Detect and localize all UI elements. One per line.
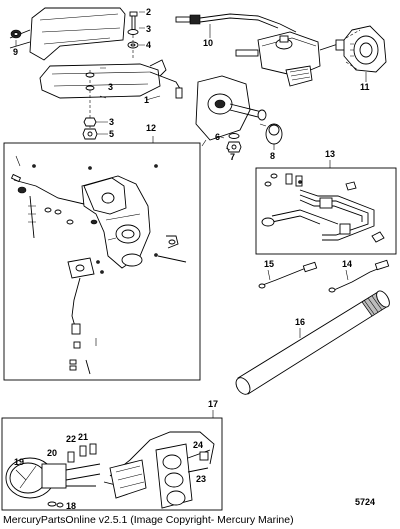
callout-labels: 1 2 3 3 3 4 5 6 7 8 9 10 11 12 13 14 15 … <box>13 7 370 511</box>
callout-22: 22 <box>66 434 76 444</box>
callout-7: 7 <box>230 152 235 162</box>
callout-12: 12 <box>146 123 156 133</box>
steering-gear <box>343 25 387 82</box>
callout-21: 21 <box>78 432 88 442</box>
callout-3: 3 <box>109 117 114 127</box>
callout-23: 23 <box>196 474 206 484</box>
callout-2: 2 <box>146 7 151 17</box>
callout-6: 6 <box>215 132 220 142</box>
tiller-tube <box>235 290 390 395</box>
callout-16: 16 <box>295 317 305 327</box>
callout-14: 14 <box>342 259 352 269</box>
shift-cable <box>175 13 297 38</box>
control-box <box>235 31 347 87</box>
throttle-bracket-assembly <box>9 7 183 140</box>
callout-13: 13 <box>325 149 335 159</box>
wire-leads <box>258 259 390 293</box>
callout-11: 11 <box>360 82 370 92</box>
callout-10: 10 <box>203 38 213 48</box>
callout-18: 18 <box>66 501 76 511</box>
callout-9: 9 <box>13 47 18 57</box>
callout-5: 5 <box>109 129 114 139</box>
figure-number: 5724 <box>355 497 376 507</box>
callout-17: 17 <box>208 399 218 409</box>
callout-8: 8 <box>270 151 275 161</box>
callout-24: 24 <box>193 440 203 450</box>
callout-4: 4 <box>146 40 151 50</box>
shaft-hardware <box>195 75 283 153</box>
copyright-footer: MercuryPartsOnline v2.5.1 (Image Copyrig… <box>3 514 294 526</box>
callout-15: 15 <box>264 259 274 269</box>
harness-box <box>255 160 397 255</box>
callout-3: 3 <box>108 82 113 92</box>
gauge-box <box>1 410 223 511</box>
callout-19: 19 <box>14 457 24 467</box>
callout-20: 20 <box>47 448 57 458</box>
callout-1: 1 <box>144 95 149 105</box>
linkage-box <box>3 136 201 381</box>
callout-3: 3 <box>146 24 151 34</box>
